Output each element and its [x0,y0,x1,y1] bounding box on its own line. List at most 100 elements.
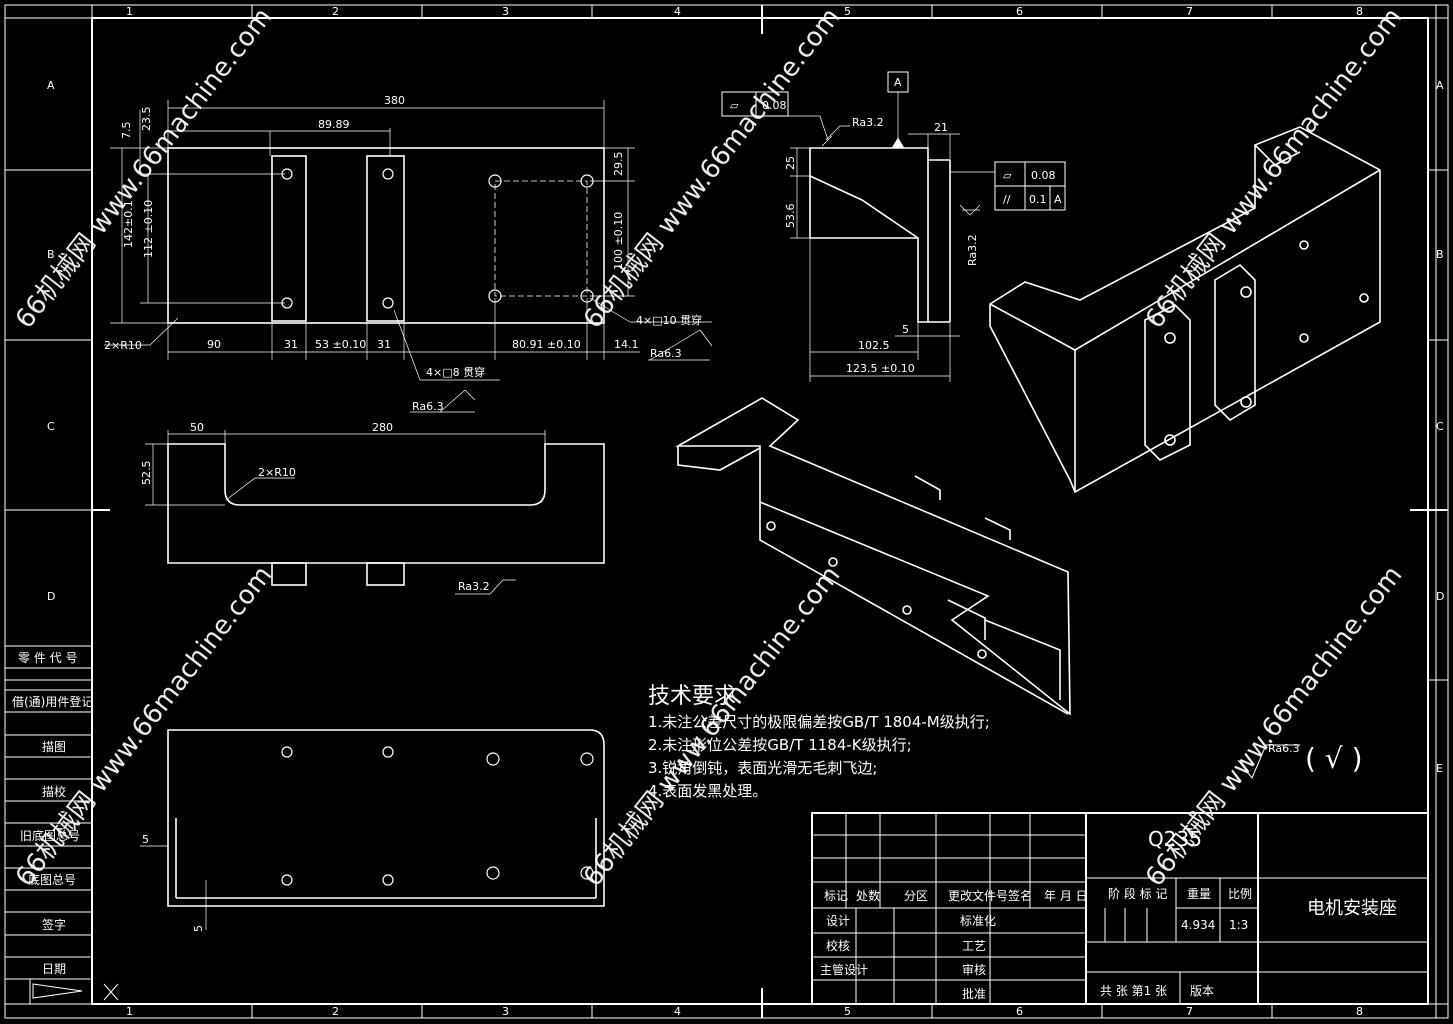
tb-role-standard: 标准化 [960,914,996,928]
side-label-sign: 签字 [42,917,66,932]
zone-labels: 1 2 3 4 5 6 7 8 1 2 3 4 5 6 7 8 A B C D … [47,5,1444,1018]
side-label-date: 日期 [42,962,66,976]
dim-7-5: 7.5 [120,122,133,140]
default-roughness: Ra6.3 ( √ ) [1237,742,1363,779]
dim-5-side: 5 [902,323,909,336]
zone-col-2: 2 [332,5,339,18]
dim-5-bottom-low: 5 [192,925,205,932]
dim-29-5: 29.5 [612,152,625,177]
fcf-right-datum: A [1054,193,1062,206]
dim-123-5: 123.5 ±0.10 [846,362,915,375]
fcf-left-symbol: ▱ [730,99,739,112]
zone-col-4-bottom: 4 [674,1005,681,1018]
dim-112: 112 ±0.10 [142,200,155,258]
zone-col-7-bottom: 7 [1186,1005,1193,1018]
front-view: 50 280 52.5 2×R10 Ra3.2 [140,421,605,595]
watermark-3: 66机械网 www.66machine.com [1140,2,1408,334]
tb-role-process: 工艺 [962,939,986,953]
dim-89-89: 89.89 [318,118,350,131]
zone-row-b: B [47,248,55,261]
dim-100: 100 ±0.10 [612,212,625,270]
tb-version: 版本 [1190,984,1214,998]
technical-requirements: 技术要求 1.未注公差尺寸的极限偏差按GB/T 1804-M级执行; 2.未注形… [648,684,990,800]
tb-header-sign: 签名 [1008,888,1032,903]
zone-row-a-right: A [1436,79,1444,92]
side-label-trace: 描图 [42,740,66,754]
fcf-right-parallel-value: 0.1 [1029,193,1047,206]
zone-col-8: 8 [1356,5,1363,18]
side-table: 零 件 代 号 借(通)用件登记 描图 描校 旧底图总号 底图总号 签字 日期 [5,645,119,1004]
dim-50: 50 [190,421,204,434]
dim-5-bottom-left: 5 [142,833,149,846]
zone-row-e-right: E [1436,762,1443,775]
note-2xr10-front: 2×R10 [258,466,296,479]
dim-90: 90 [207,338,221,351]
dim-80-91: 80.91 ±0.10 [512,338,581,351]
dim-280: 280 [372,421,393,434]
zone-col-8-bottom: 8 [1356,1005,1363,1018]
tb-header-date: 年 月 日 [1044,889,1088,903]
watermark-6: 66机械网 www.66machine.com [1140,560,1408,892]
roughness-bracket: ( √ ) [1305,742,1363,775]
roughness-ra6-3-b: Ra6.3 [650,347,682,360]
dim-380: 380 [384,94,405,107]
isometric-view-1 [674,397,1071,716]
zone-col-1: 1 [126,5,133,18]
zone-col-7: 7 [1186,5,1193,18]
fcf-right-flatness-symbol: ▱ [1003,169,1012,182]
side-label-part-code: 零 件 代 号 [18,651,77,665]
dim-102-5: 102.5 [858,339,890,352]
side-label-borrowed: 借(通)用件登记 [12,694,93,709]
note-4x10-through: 4×□10 贯穿 [636,313,702,327]
note-4x8-through: 4×□8 贯穿 [426,365,485,379]
zone-col-3: 3 [502,5,509,18]
roughness-ra6-3-a: Ra6.3 [412,400,444,413]
dim-21: 21 [934,121,948,134]
zone-row-d-right: D [1436,590,1444,603]
dim-23-5: 23.5 [140,107,153,132]
zone-col-3-bottom: 3 [502,1005,509,1018]
tech-line-1: 1.未注公差尺寸的极限偏差按GB/T 1804-M级执行; [648,713,990,731]
title-block: 标记 处数 分区 更改文件号 签名 年 月 日 设计 校核 主管设计 标准化 工… [811,812,1429,1005]
side-label-base-no: 底图总号 [28,872,76,887]
zone-col-6-bottom: 6 [1016,1005,1023,1018]
dim-25: 25 [784,156,797,170]
tb-weight: 4.934 [1181,918,1215,932]
side-label-old-base: 旧底图总号 [20,828,80,843]
bottom-view: 5 5 [140,729,605,932]
tb-role-check: 校核 [826,938,850,953]
tb-material: Q235 [1148,827,1202,851]
zone-row-d: D [47,590,55,603]
tech-title: 技术要求 [648,684,736,709]
zone-col-4: 4 [674,5,681,18]
dim-31-a: 31 [284,338,298,351]
isometric-view-2 [989,126,1381,494]
dim-142: 142±0.1 [122,200,135,248]
tb-role-approve: 批准 [962,986,986,1001]
tb-role-review: 审核 [962,962,986,977]
zone-row-b-right: B [1436,248,1444,261]
note-2xr10-top: 2×R10 [104,339,142,352]
roughness-ra3-2-side-top: Ra3.2 [852,116,884,129]
roughness-default-value: Ra6.3 [1268,742,1300,755]
tb-header-zone: 分区 [904,889,928,903]
dim-53-6: 53.6 [784,204,797,229]
tb-sheet: 共 张 第1 张 [1100,984,1167,998]
zone-col-5: 5 [844,5,851,18]
dim-14-1: 14.1 [614,338,639,351]
zone-col-6: 6 [1016,5,1023,18]
dim-52-5: 52.5 [140,461,153,486]
tb-role-design: 设计 [826,914,850,928]
side-view: A ▱ 0.08 ▱ 0.08 // 0.1 A Ra3.2 21 25 53.… [721,71,1066,382]
dim-31-b: 31 [377,338,391,351]
tech-line-3: 3.锐角倒钝，表面光滑无毛刺飞边; [648,759,877,777]
tb-role-chief: 主管设计 [820,962,868,977]
zone-row-c: C [47,420,55,433]
tb-weight-label: 重量 [1187,887,1211,901]
tech-line-4: 4.表面发黑处理。 [648,782,767,800]
zone-row-c-right: C [1436,420,1444,433]
datum-a-box [887,71,909,93]
tb-scale-label: 比例 [1228,887,1252,901]
watermark-1: 66机械网 www.66machine.com [10,2,278,334]
